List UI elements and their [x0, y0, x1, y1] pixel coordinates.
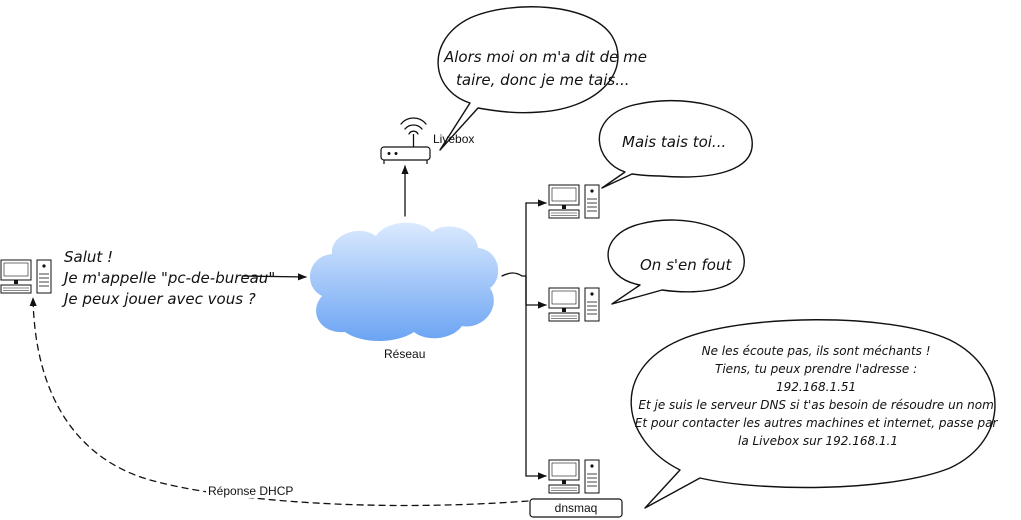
desktop-computer-icon	[548, 184, 600, 219]
router-icon	[380, 117, 431, 164]
cloud-icon	[309, 222, 499, 341]
pc3-bubble-text: On s'en fout	[640, 256, 732, 274]
dnsmaq-speech-bubble	[630, 319, 996, 509]
livebox-bubble-text: Alors moi on m'a dit de me taire, donc j…	[443, 48, 652, 89]
pc-bureau-text: Salut ! Je m'appelle "pc-de-bureau" Je p…	[61, 248, 280, 308]
dnsmaq-bubble-text: Ne les écoute pas, ils sont méchants ! T…	[635, 344, 1002, 448]
dhcp-label-bg	[206, 484, 286, 498]
arrow-to-pc3	[525, 275, 547, 309]
desktop-computer-icon	[548, 287, 600, 322]
dhcp-reply-arrow	[29, 297, 529, 507]
desktop-computer-icon	[548, 459, 600, 494]
dnsmaq-box	[529, 498, 623, 518]
dhcp-reply-label: Réponse DHCP	[208, 484, 293, 498]
arrow-pc-to-network	[241, 273, 307, 281]
livebox-speech-bubble	[437, 6, 619, 151]
dnsmaq-label: dnsmaq	[555, 501, 598, 515]
reseau-label: Réseau	[384, 347, 425, 361]
network-link	[501, 272, 523, 277]
pc3-speech-bubble	[607, 219, 745, 305]
livebox-label: Livebox	[433, 132, 474, 146]
pc2-speech-bubble	[598, 99, 753, 189]
pc2-bubble-text: Mais tais toi...	[622, 133, 726, 151]
desktop-computer-icon	[0, 259, 52, 294]
